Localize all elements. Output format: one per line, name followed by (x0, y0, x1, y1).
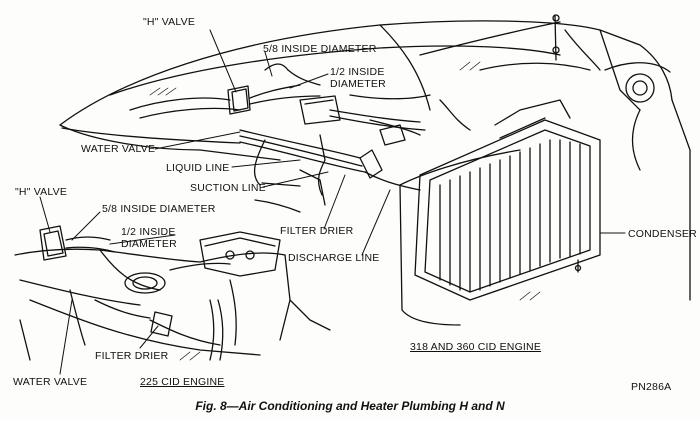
figure-caption: Fig. 8—Air Conditioning and Heater Plumb… (195, 399, 505, 413)
label-12-inside-top-line1: 1/2 INSIDE (330, 66, 385, 78)
label-filter-drier-bottom: FILTER DRIER (95, 350, 169, 362)
label-12-inside-left-line2: DIAMETER (121, 238, 177, 250)
label-engine-318-360: 318 AND 360 CID ENGINE (410, 341, 542, 353)
fender-details (129, 29, 671, 119)
condenser-core (414, 99, 601, 301)
shading (149, 61, 541, 361)
label-12-inside-top-line2: DIAMETER (330, 78, 386, 90)
label-liquid-line: LIQUID LINE (166, 162, 230, 174)
label-engine-225: 225 CID ENGINE (140, 376, 225, 388)
label-water-valve-bottom: WATER VALVE (13, 376, 88, 388)
label-12-inside-left-line1: 1/2 INSIDE (121, 226, 176, 238)
label-part-number: PN286A (631, 381, 672, 393)
label-condenser: CONDENSER (628, 228, 697, 240)
engine-225-outline (14, 225, 291, 361)
label-h-valve-left: "H" VALVE (15, 186, 68, 198)
label-58-inside-diameter-left: 5/8 INSIDE DIAMETER (102, 203, 216, 215)
engine-compartment-outline (59, 20, 691, 331)
label-filter-drier-mid: FILTER DRIER (280, 225, 354, 237)
label-water-valve-top: WATER VALVE (81, 143, 156, 155)
label-suction-line: SUCTION LINE (190, 182, 266, 194)
label-58-inside-diameter-top: 5/8 INSIDE DIAMETER (263, 43, 377, 55)
label-h-valve-top: "H" VALVE (143, 16, 196, 28)
label-discharge-line: DISCHARGE LINE (288, 252, 380, 264)
leader-lines (39, 29, 626, 375)
hood-rod (419, 14, 582, 273)
